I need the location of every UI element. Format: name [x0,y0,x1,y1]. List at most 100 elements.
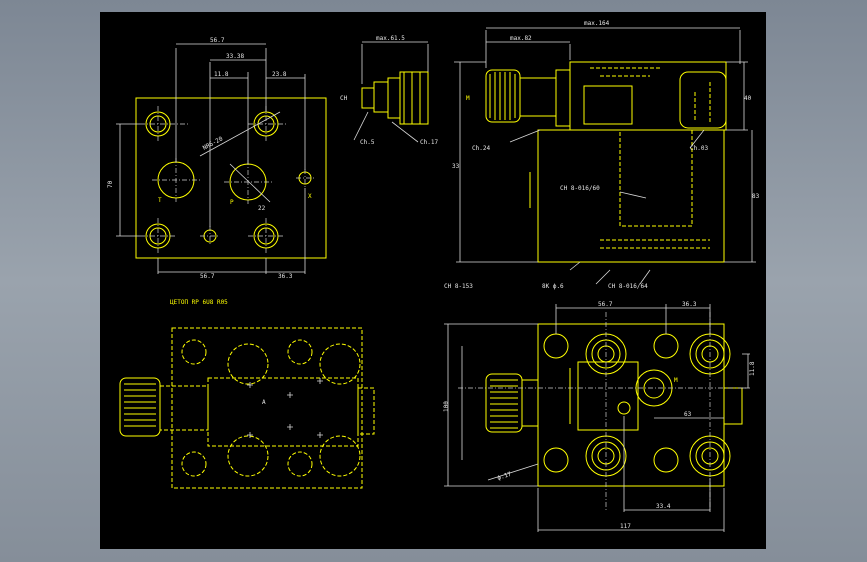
bottom-left-dashed-view: ЦЕТОП RP 6U8 R05 A [119,299,375,489]
tv-dim-left [444,323,538,487]
tv-hole-4 [653,447,679,473]
dashed-hole-1 [181,339,207,365]
right-note-1: CH 8-016/60 [560,185,600,192]
cartridge-tip [361,87,375,109]
plate-outline [135,97,327,259]
dashed-channel-block [207,377,359,447]
mid-leaders [353,111,419,143]
right-leaders-top [509,129,705,149]
dashed-view-stem [159,385,209,431]
mid-ch-label: CH [340,95,348,102]
mid-dim-label: max.61.5 [376,35,405,42]
tv-dim-label-a: 56.7 [598,301,613,308]
tv-leader-17 [487,463,539,481]
tv-hole-3 [543,447,569,473]
cad-drawing-canvas: 56.7 33.38 11.8 23.8 70 56.7 36.3 NR6-20… [100,12,766,549]
tv-center-port-inner [643,377,665,399]
centerlines [140,106,314,254]
port-label-x: X [308,193,312,200]
port-label-p: P [230,199,234,206]
dashed-hole-5 [181,451,207,477]
tv-small-hole [617,401,631,415]
valve-coil-left [583,85,633,125]
dashed-right-stub [357,387,375,435]
top-view-knob [485,373,523,433]
valve-lower-block [537,129,725,263]
dashed-hole-7 [287,451,313,477]
bottom-right-top-view: 56.7 36.3 11.8 63 33.4 117 ϕ.17 100 M [443,301,756,532]
dim-label-c: 23.8 [272,71,287,78]
right-ch24-label: Ch.24 [472,145,490,152]
right-dim-label-h2: 83 [752,193,760,200]
drawing-sheet: 56.7 33.38 11.8 23.8 70 56.7 36.3 NR6-20… [107,20,760,532]
dim-top-a [209,59,266,227]
right-dim-verticals [454,61,756,263]
tv-dim-label-e: 33.4 [656,503,671,510]
knob-grip [489,72,516,120]
right-ch03-label: Ch.03 [690,145,708,152]
tv-dim-label-d: 63 [684,411,692,418]
tv-dim-label-c: 11.8 [749,361,756,376]
dim-label-bottom-a: 56.7 [200,273,215,280]
tv-dim-label-h: 100 [443,401,450,412]
top-view-stem [569,361,639,431]
top-left-plate-view: 56.7 33.38 11.8 23.8 70 56.7 36.3 NR6-20… [107,37,327,280]
knob-stem [519,77,557,117]
tv-hole-2 [653,333,679,359]
drawing-title-yellow: ЦЕТОП RP 6U8 R05 [170,299,228,306]
tv-dim-label-b: 36.3 [682,301,697,308]
top-view-right-stub [723,387,743,425]
right-leaders-bottom [569,191,651,285]
dashed-view-knob [119,377,161,437]
dim-label-height: 70 [107,180,114,188]
right-dim-max2 [486,41,571,60]
right-dim-label-max1: max.164 [584,20,610,27]
valve-coil-right [679,71,727,129]
dim-label-a: 33.38 [226,53,244,60]
cartridge-nut [387,71,429,125]
right-port-m: M [466,95,470,102]
dim-bottom [157,188,306,274]
mid-d2-label: Ch.17 [420,139,438,146]
dashed-view-label-a: A [262,399,266,406]
dim-left-height [116,123,140,237]
top-view-outline [537,323,725,487]
tv-dim-label-g: ϕ.17 [496,471,512,482]
right-dim-label-h1: 40 [744,95,752,102]
tv-port-m: M [674,377,678,384]
dashed-hole-3 [287,339,313,365]
tv-dim-right [742,353,750,389]
dashed-hole-6 [227,435,269,477]
top-view-knob-grip [490,379,518,429]
top-view-knob-stem [521,379,539,427]
right-note-2: CH 8-153 [444,283,473,290]
right-dim-label-h3: 33 [452,163,460,170]
valve-hidden-lines [590,67,711,124]
dim-top-overall [175,43,267,162]
leader-dia1 [199,111,281,157]
top-view-centerlines [458,312,748,512]
dashed-plate-outline [171,327,363,489]
valve-hidden-cavity [619,129,693,227]
dim-label-bottom-b: 36.3 [278,273,293,280]
dashed-hole-2 [227,343,269,385]
right-dim-label-max2: max.82 [510,35,532,42]
tv-dim-label-f: 117 [620,523,631,530]
dashed-hole-4 [319,343,361,385]
leader-dia2 [229,163,271,203]
dim-label-width: 56.7 [210,37,225,44]
mid-d1-label: Ch.5 [360,139,375,146]
tv-hole-1 [543,333,569,359]
valve-hidden-channels [600,239,710,249]
valve-collar [555,69,571,127]
top-right-valve-view: max.164 max.82 40 83 33 M Ch.24 Ch.03 CH… [444,20,760,290]
dim-label-b: 11.8 [214,71,229,78]
top-middle-cartridge-view: max.61.5 CH Ch.5 Ch.17 [340,35,438,146]
dia-label-2: 22 [258,205,266,212]
dim-top-c [266,74,306,170]
dashed-crosshairs [247,378,323,438]
cartridge-body [373,81,389,113]
tv-dim-334 [623,416,711,512]
port-label-t: T [158,197,162,204]
right-note-4: CH 8-016/64 [608,283,648,290]
